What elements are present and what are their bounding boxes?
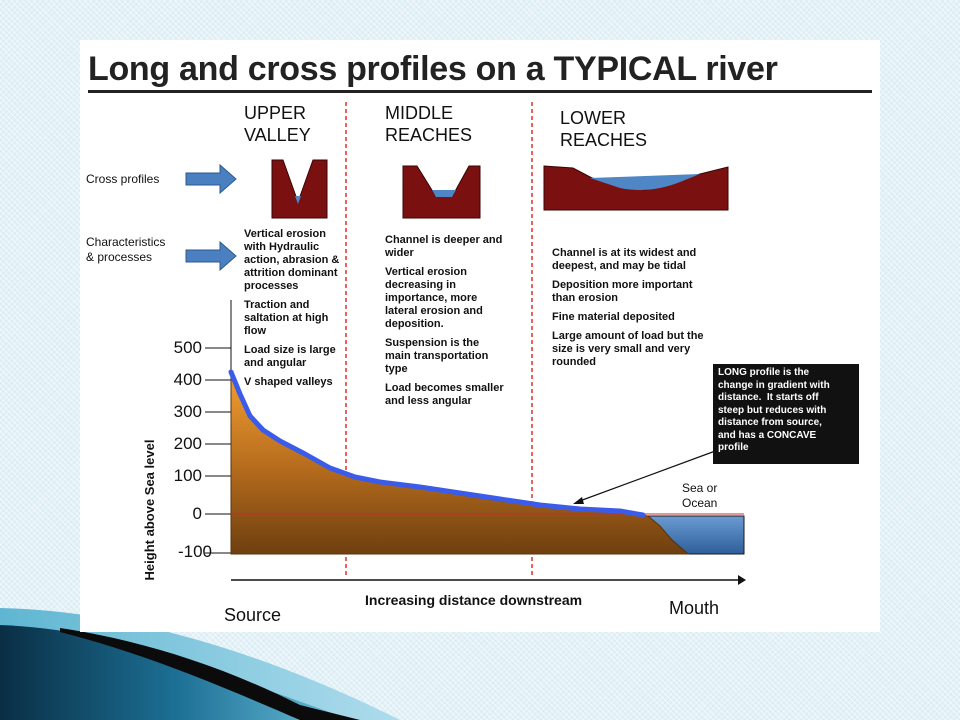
right-arrow-icon bbox=[185, 240, 237, 272]
cross-profile-upper bbox=[271, 159, 328, 219]
page-title: Long and cross profiles on a TYPICAL riv… bbox=[88, 50, 778, 88]
y-tick-300: 300 bbox=[173, 402, 202, 421]
y-axis-label: Height above Sea level bbox=[142, 439, 157, 581]
cross-profile-middle bbox=[402, 165, 481, 219]
y-tick-200: 200 bbox=[173, 434, 202, 453]
diagram-panel: Long and cross profiles on a TYPICAL riv… bbox=[80, 40, 880, 632]
title-underline bbox=[88, 90, 872, 93]
middle-text-2: Vertical erosion decreasing in importanc… bbox=[385, 266, 483, 330]
upper-text-1: Vertical erosion with Hydraulic action, … bbox=[244, 228, 340, 292]
characteristics-middle: Channel is deeper and wider Vertical ero… bbox=[385, 234, 504, 414]
long-profile-line bbox=[228, 369, 646, 518]
section-middle-reaches: MIDDLE REACHES bbox=[385, 103, 473, 145]
y-tick-500: 500 bbox=[173, 338, 202, 357]
x-axis-arrowhead bbox=[738, 575, 746, 585]
y-tick-minus-100: -100 bbox=[177, 542, 212, 561]
callout-pointer-head bbox=[573, 497, 584, 504]
characteristics-lower: Channel is at its widest and deepest, an… bbox=[552, 247, 704, 375]
upper-text-2: Traction and saltation at high flow bbox=[244, 299, 329, 337]
lower-text-4: Large amount of load but the size is ver… bbox=[552, 330, 704, 368]
sea-label: Sea or Ocean bbox=[682, 481, 718, 510]
callout-pointer bbox=[576, 449, 719, 503]
label-characteristics: Characteristics & processes bbox=[86, 235, 166, 264]
middle-text-4: Load becomes smaller and less angular bbox=[385, 382, 504, 407]
y-tick-100: 100 bbox=[173, 466, 202, 485]
right-arrow-icon bbox=[185, 163, 237, 195]
profile-diagram bbox=[185, 102, 746, 585]
x-axis-label: Increasing distance downstream bbox=[365, 592, 583, 608]
source-label: Source bbox=[224, 605, 282, 625]
middle-text-1: Channel is deeper and wider bbox=[385, 234, 503, 259]
cross-profile-lower bbox=[543, 165, 729, 211]
y-axis-ticks bbox=[205, 347, 231, 554]
y-tick-0: 0 bbox=[192, 504, 202, 523]
upper-text-3: Load size is large and angular bbox=[244, 344, 336, 369]
lower-text-3: Fine material deposited bbox=[552, 311, 675, 323]
upper-text-4: V shaped valleys bbox=[244, 376, 333, 388]
label-cross-profiles: Cross profiles bbox=[86, 172, 160, 186]
long-profile-callout: LONG profile is the change in gradient w… bbox=[713, 364, 859, 464]
section-upper-valley: UPPER VALLEY bbox=[244, 103, 311, 145]
lower-text-2: Deposition more important than erosion bbox=[552, 279, 693, 304]
section-lower-reaches: LOWER REACHES bbox=[560, 108, 648, 150]
middle-text-3: Suspension is the main transportation ty… bbox=[385, 337, 489, 375]
y-tick-400: 400 bbox=[173, 370, 202, 389]
wave-black bbox=[60, 628, 360, 720]
lower-text-1: Channel is at its widest and deepest, an… bbox=[552, 247, 697, 272]
characteristics-upper: Vertical erosion with Hydraulic action, … bbox=[244, 228, 339, 395]
mouth-label: Mouth bbox=[669, 598, 720, 618]
